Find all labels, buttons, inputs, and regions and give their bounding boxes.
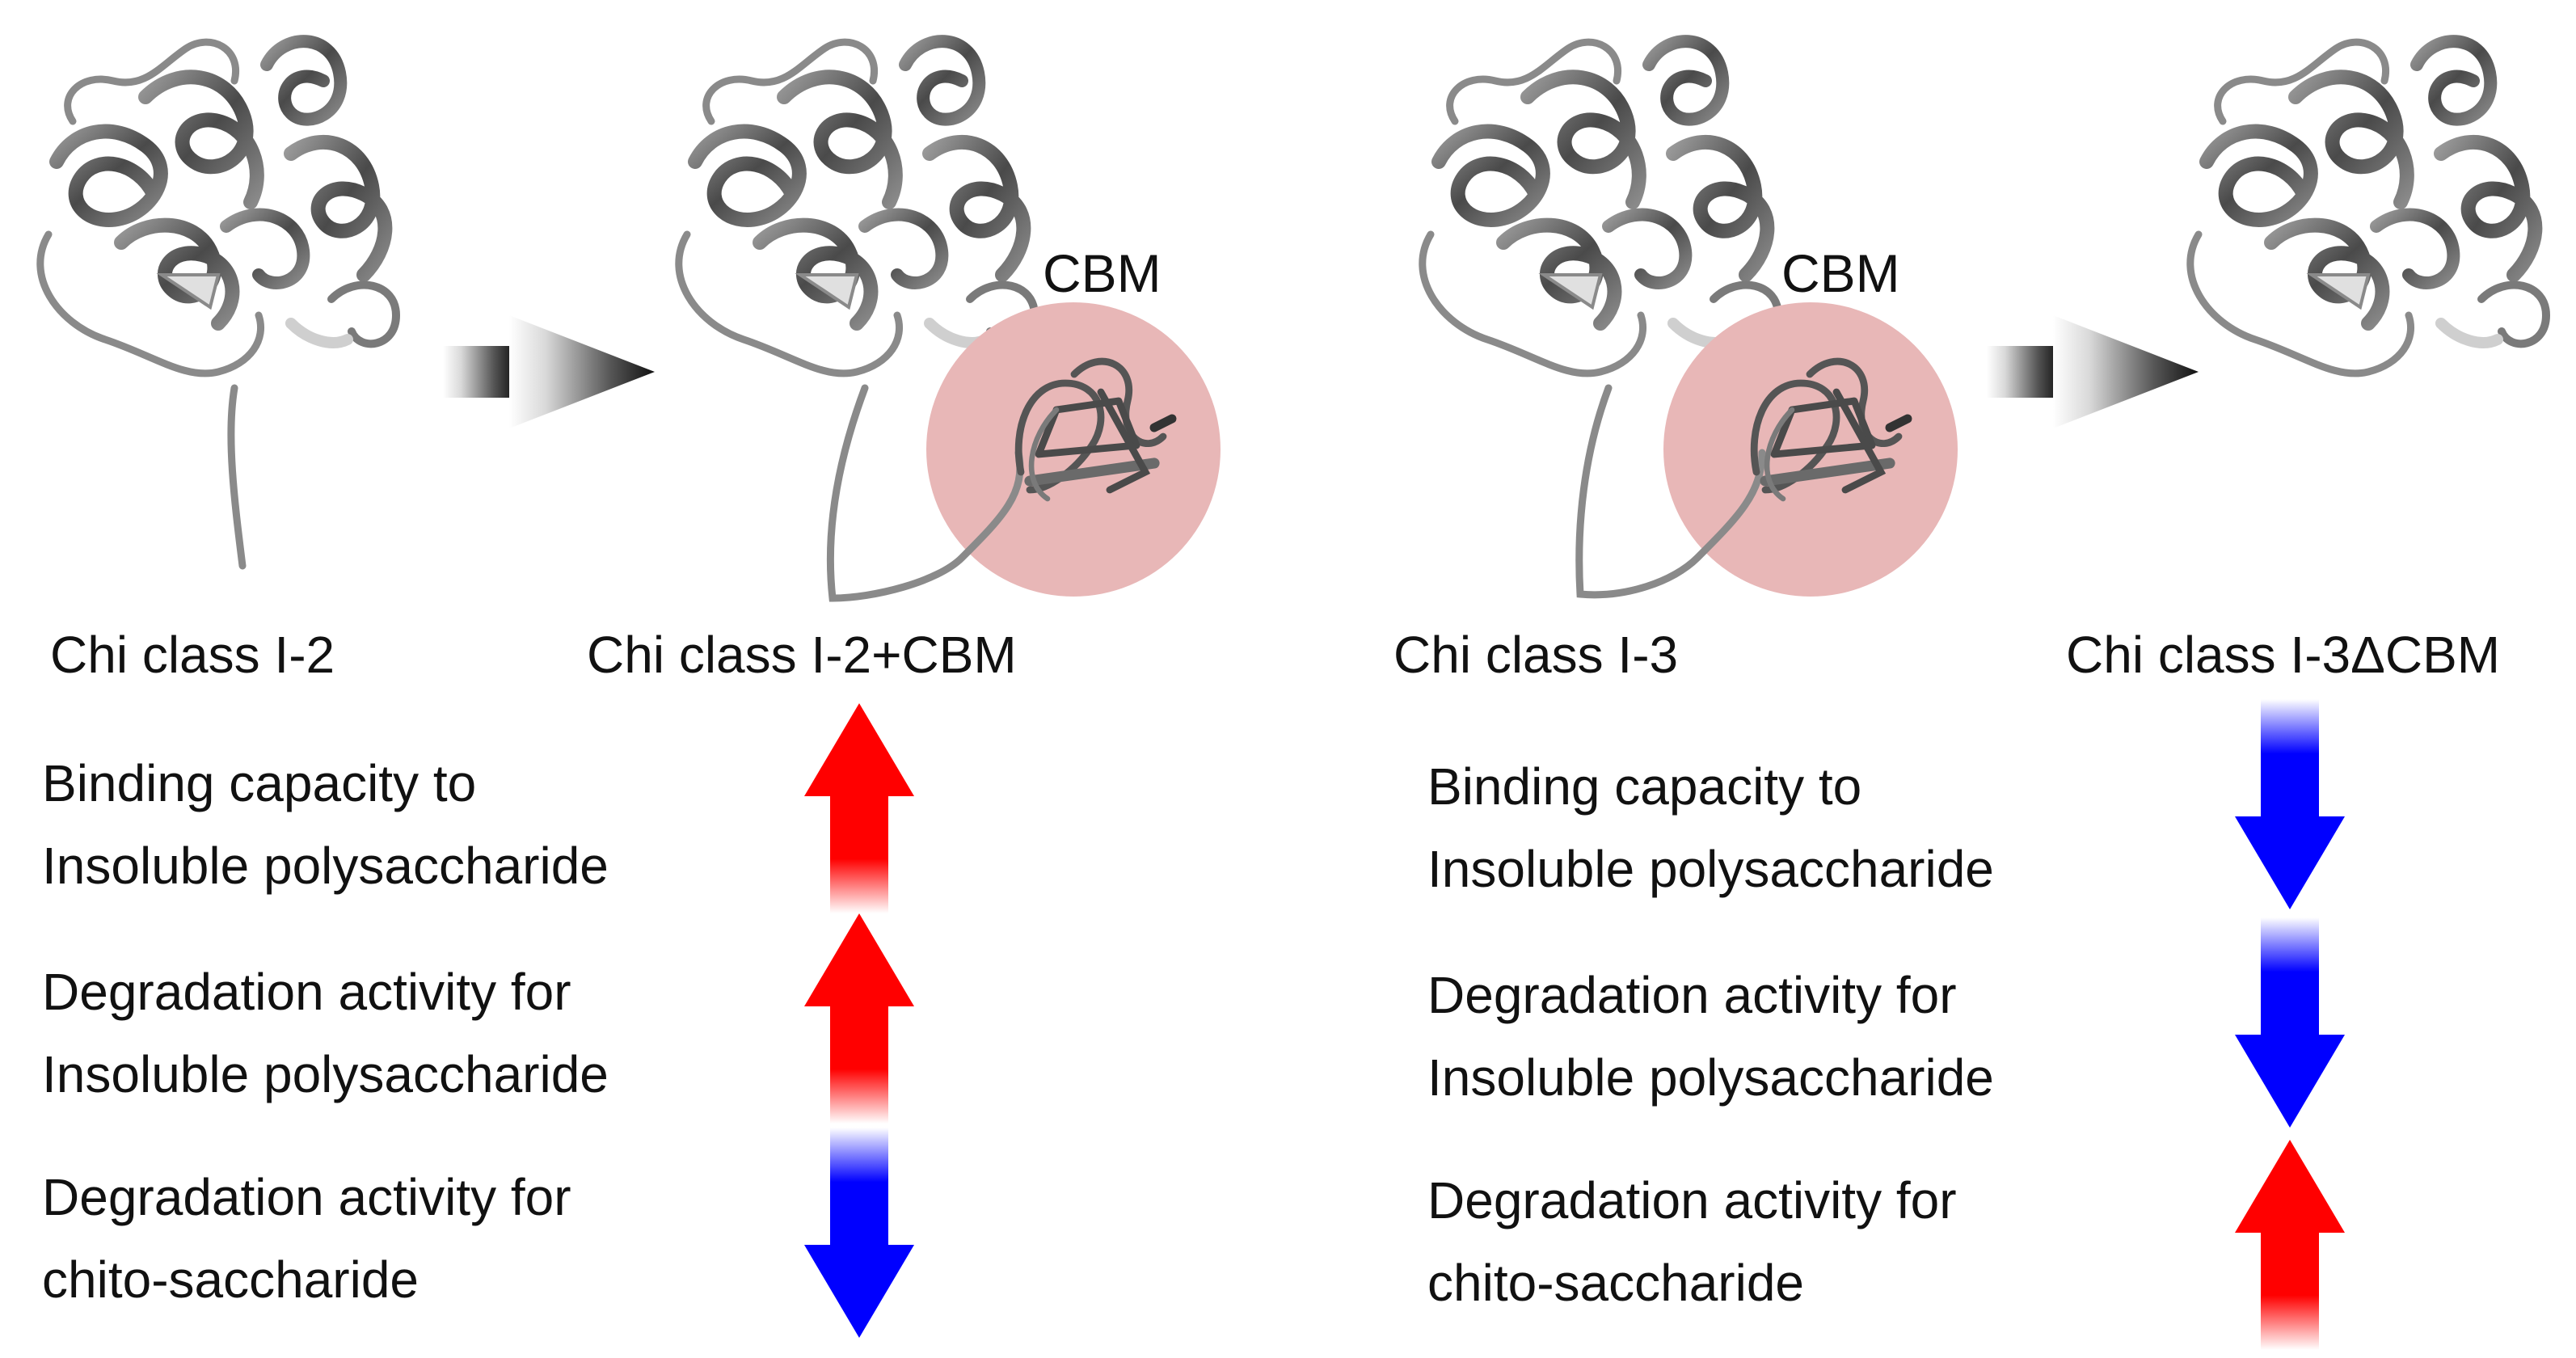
change-arrow-right-3-up-icon <box>2235 1140 2345 1350</box>
cbm-label-right: CBM <box>1781 243 1900 303</box>
change-arrow-left-3-down-icon <box>804 1128 914 1338</box>
conversion-arrow-right-icon <box>1987 315 2199 428</box>
effect-right-3-line2: chito-saccharide <box>1427 1254 1804 1312</box>
structure-label-chi-i2: Chi class I-2 <box>50 626 335 684</box>
structure-label-chi-i3: Chi class I-3 <box>1393 626 1679 684</box>
effect-left-1-line2: Insoluble polysaccharide <box>42 837 609 895</box>
effect-right-1-line2: Insoluble polysaccharide <box>1427 840 1994 898</box>
change-arrow-left-2-up-icon <box>804 913 914 1124</box>
effect-left-3: Degradation activity for chito-saccharid… <box>42 1156 571 1321</box>
effect-left-3-line1: Degradation activity for <box>42 1168 571 1226</box>
effect-left-3-line2: chito-saccharide <box>42 1250 419 1309</box>
structure-label-chi-i2-cbm: Chi class I-2+CBM <box>587 626 1017 684</box>
conversion-arrow-left-icon <box>443 315 655 428</box>
effect-right-3: Degradation activity for chito-saccharid… <box>1427 1159 1957 1324</box>
change-arrow-right-2-down-icon <box>2235 917 2345 1128</box>
protein-structure-chi-i2 <box>40 41 396 570</box>
cbm-label-left: CBM <box>1043 243 1162 303</box>
effect-right-1: Binding capacity to Insoluble polysaccha… <box>1427 745 1994 910</box>
change-arrow-left-1-up-icon <box>804 703 914 913</box>
effect-right-3-line1: Degradation activity for <box>1427 1171 1957 1229</box>
structure-label-chi-i3-dcbm: Chi class I-3ΔCBM <box>2066 626 2501 684</box>
effect-right-2: Degradation activity for Insoluble polys… <box>1427 954 1994 1119</box>
effect-left-2-line2: Insoluble polysaccharide <box>42 1045 609 1103</box>
effect-left-1-line1: Binding capacity to <box>42 754 477 812</box>
protein-structure-chi-i3-dcbm <box>2190 41 2546 373</box>
effect-right-2-line1: Degradation activity for <box>1427 966 1957 1024</box>
protein-structure-chi-i3 <box>1423 41 1958 599</box>
effect-left-2-line1: Degradation activity for <box>42 963 571 1021</box>
protein-structure-chi-i2-cbm <box>679 41 1221 602</box>
change-arrow-right-1-down-icon <box>2235 699 2345 909</box>
effect-left-1: Binding capacity to Insoluble polysaccha… <box>42 742 609 907</box>
effect-right-1-line1: Binding capacity to <box>1427 757 1862 816</box>
effect-left-2: Degradation activity for Insoluble polys… <box>42 951 609 1116</box>
effect-right-2-line2: Insoluble polysaccharide <box>1427 1048 1994 1107</box>
